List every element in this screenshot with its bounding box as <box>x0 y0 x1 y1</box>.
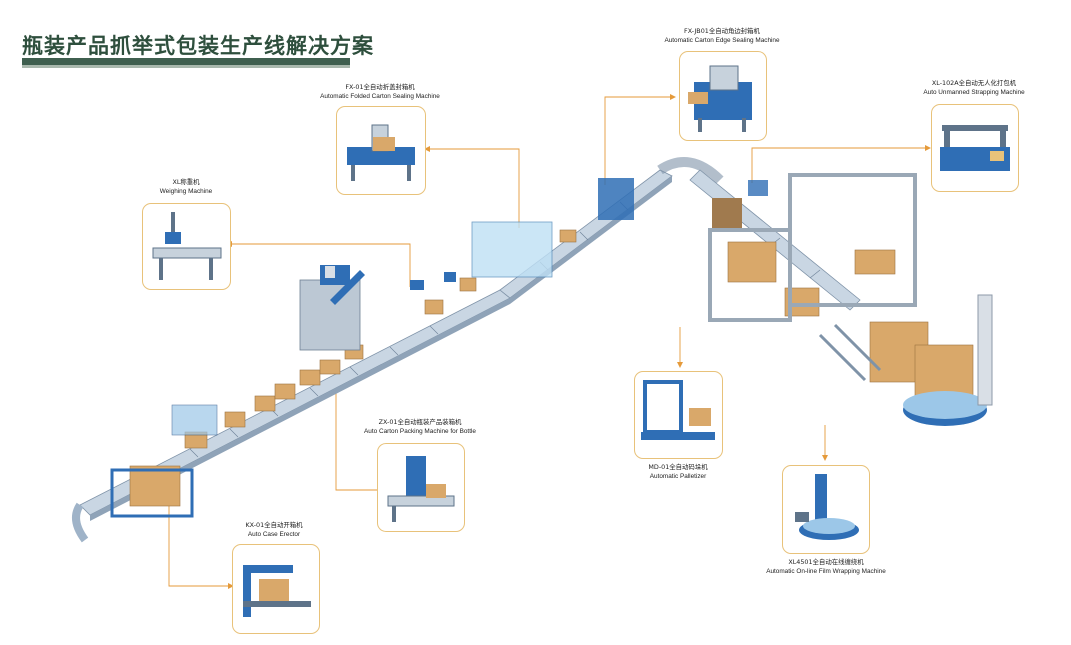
leader-fxjb01 <box>604 96 670 185</box>
machine-palletizer <box>708 173 917 322</box>
machine-fx-line <box>471 178 634 278</box>
thumb-zx-01 <box>377 443 465 532</box>
thumb-xl4501 <box>782 465 870 554</box>
leader-xl102a <box>751 147 925 183</box>
film-wrapping-machine-icon <box>795 474 859 540</box>
machine-weigh-line <box>410 272 456 290</box>
carton-sealer-icon <box>347 124 415 181</box>
title-underline-light <box>22 65 350 68</box>
title-underline <box>22 58 350 65</box>
thumb-xl-102a <box>931 104 1019 192</box>
thumb-fx-jb01 <box>679 51 767 141</box>
thumb-kx-01 <box>232 544 320 634</box>
strapping-machine-icon <box>940 125 1010 171</box>
leader-xl-weigh <box>232 243 411 287</box>
rollers-right <box>818 323 882 382</box>
case-erector-icon <box>243 565 311 617</box>
leader-zx01 <box>335 388 378 491</box>
page-title: 瓶装产品抓举式包装生产线解决方案 <box>22 34 374 58</box>
machine-zx-line <box>299 265 365 351</box>
thumb-xl-weigh <box>142 203 231 290</box>
machine-wrapper <box>903 294 993 426</box>
leader-fx01 <box>430 148 520 228</box>
palletizer-icon <box>641 380 715 440</box>
machine-kx-line <box>110 404 218 518</box>
thumb-md-01 <box>634 371 723 459</box>
machine-strapping-line <box>712 180 768 228</box>
thumb-fx-01 <box>336 106 426 195</box>
packing-machine-icon <box>387 456 455 522</box>
weighing-machine-icon <box>152 212 222 280</box>
edge-sealer-icon <box>688 65 752 132</box>
leader-kx01 <box>168 505 228 587</box>
leader-lines <box>168 96 925 587</box>
